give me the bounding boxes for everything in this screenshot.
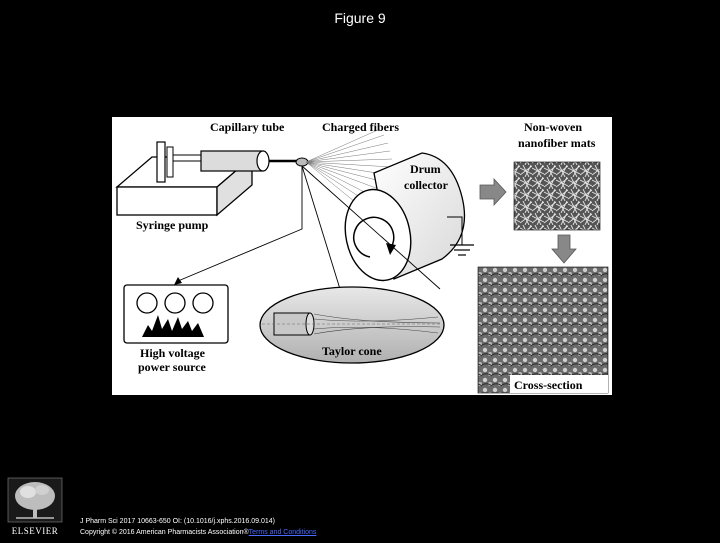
drum-collector xyxy=(344,152,474,282)
cross-section-label: Cross-section xyxy=(514,378,583,392)
down-arrow-icon xyxy=(551,234,577,264)
syringe-pump-label: Syringe pump xyxy=(136,218,209,232)
copyright-line: Copyright © 2016 American Pharmacists As… xyxy=(80,527,316,538)
charged-fibers-spray xyxy=(305,128,393,212)
drum-label-2: collector xyxy=(404,178,449,192)
non-woven-label-2: nanofiber mats xyxy=(518,136,596,150)
syringe-pump xyxy=(115,141,298,217)
cross-section-image xyxy=(477,266,609,394)
non-woven-label-1: Non-woven xyxy=(524,120,582,134)
electrospinning-diagram: Capillary tube Charged fibers Non-woven … xyxy=(115,120,609,394)
electrospinning-figure: Capillary tube Charged fibers Non-woven … xyxy=(112,117,612,395)
drum-label-1: Drum xyxy=(410,162,441,176)
high-voltage-label-1: High voltage xyxy=(140,346,206,360)
slide-title: Figure 9 xyxy=(334,10,386,26)
nanofiber-mat-image xyxy=(513,161,601,231)
svg-text:ELSEVIER: ELSEVIER xyxy=(12,526,59,536)
citation-line: J Pharm Sci 2017 10663-650 OI: (10.1016/… xyxy=(80,518,275,525)
right-arrow-icon xyxy=(479,177,507,207)
capillary-tube-label: Capillary tube xyxy=(210,120,285,134)
charged-fibers-label: Charged fibers xyxy=(322,120,399,134)
taylor-cone-view xyxy=(259,286,445,364)
citation-block: J Pharm Sci 2017 10663-650 OI: (10.1016/… xyxy=(80,516,316,538)
high-voltage-label-2: power source xyxy=(138,360,207,374)
taylor-cone-label: Taylor cone xyxy=(322,344,382,358)
publisher-logo: ELSEVIER xyxy=(4,476,66,538)
high-voltage-source xyxy=(123,284,229,344)
terms-and-conditions-link[interactable]: Terms and Conditions xyxy=(248,529,317,536)
connection-wires xyxy=(177,165,441,290)
copyright-text: Copyright © 2016 American Pharmacists As… xyxy=(80,529,249,536)
